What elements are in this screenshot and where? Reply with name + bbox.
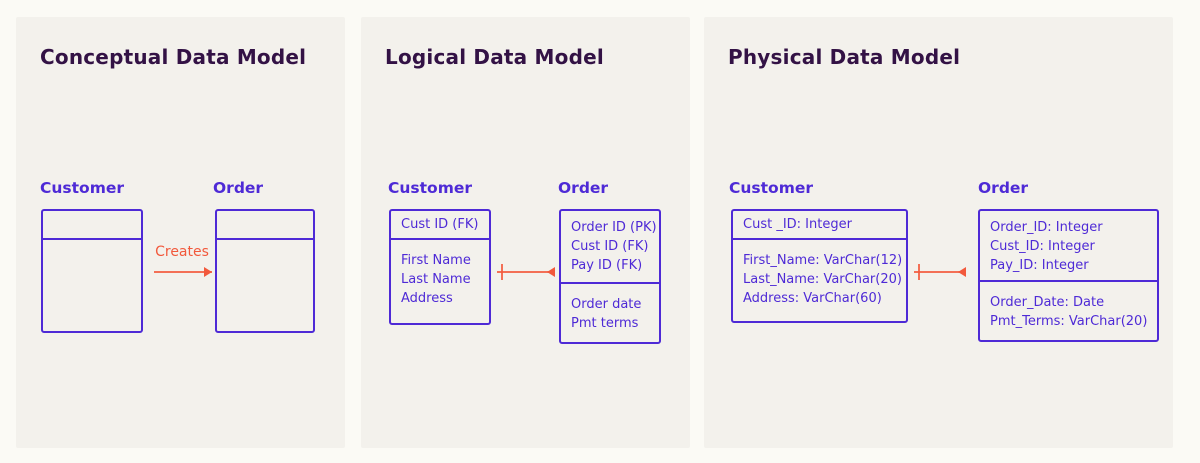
entity-box-customer: Cust _ID: Integer First_Name: VarChar(12… (731, 209, 908, 323)
entity-header: Order ID (PK) Cust ID (FK) Pay ID (FK) (561, 211, 659, 284)
entity-box-order: Order ID (PK) Cust ID (FK) Pay ID (FK) O… (559, 209, 661, 344)
entity-box-customer (41, 209, 143, 333)
entity-header (217, 211, 313, 240)
arrow-right-icon (204, 267, 212, 277)
attribute: First Name (401, 253, 471, 268)
connector-line (914, 271, 966, 273)
attribute: Address (401, 291, 453, 306)
entity-header: Cust ID (FK) (391, 211, 489, 240)
entity-label-customer: Customer (388, 179, 473, 197)
relationship-connector (914, 264, 966, 280)
entity-body: Order date Pmt terms (561, 284, 659, 333)
attribute: Pmt_Terms: VarChar(20) (990, 314, 1148, 329)
entity-label-order: Order (978, 179, 1029, 197)
entity-header: Order_ID: Integer Cust_ID: Integer Pay_I… (980, 211, 1157, 282)
entity-header (43, 211, 141, 240)
relationship-connector (154, 264, 212, 280)
key-attribute: Cust ID (FK) (401, 217, 479, 232)
panel-logical-data-model: Logical Data Model Customer Cust ID (FK)… (361, 17, 690, 448)
entity-box-order (215, 209, 315, 333)
entity-body (43, 240, 141, 251)
key-attribute: Cust ID (FK) (571, 239, 649, 254)
key-attribute: Pay ID (FK) (571, 258, 643, 273)
attribute: Order date (571, 297, 642, 312)
key-attribute: Order ID (PK) (571, 220, 657, 235)
connector-line (154, 271, 212, 273)
key-attribute: Pay_ID: Integer (990, 258, 1089, 273)
panel-title: Physical Data Model (728, 45, 961, 69)
attribute: Address: VarChar(60) (743, 291, 882, 306)
attribute: First_Name: VarChar(12) (743, 253, 903, 268)
entity-label-order: Order (558, 179, 609, 197)
entity-label-order: Order (213, 179, 264, 197)
panel-title: Conceptual Data Model (40, 45, 307, 69)
entity-label-customer: Customer (729, 179, 814, 197)
entity-body: First_Name: VarChar(12) Last_Name: VarCh… (733, 240, 906, 308)
key-attribute: Cust_ID: Integer (990, 239, 1095, 254)
key-attribute: Cust _ID: Integer (743, 217, 852, 232)
panel-physical-data-model: Physical Data Model Customer Cust _ID: I… (704, 17, 1173, 448)
attribute: Order_Date: Date (990, 295, 1105, 310)
arrow-left-icon (547, 267, 555, 277)
relationship-label: Creates (155, 244, 209, 260)
panel-title: Logical Data Model (385, 45, 604, 69)
entity-body: First Name Last Name Address (391, 240, 489, 308)
attribute: Last Name (401, 272, 471, 287)
entity-header: Cust _ID: Integer (733, 211, 906, 240)
one-tick-icon (918, 264, 920, 280)
attribute: Pmt terms (571, 316, 639, 331)
one-tick-icon (501, 264, 503, 280)
entity-label-customer: Customer (40, 179, 125, 197)
entity-body (217, 240, 313, 251)
entity-body: Order_Date: Date Pmt_Terms: VarChar(20) (980, 282, 1157, 331)
connector-line (497, 271, 555, 273)
key-attribute: Order_ID: Integer (990, 220, 1103, 235)
relationship-connector (497, 264, 555, 280)
entity-box-customer: Cust ID (FK) First Name Last Name Addres… (389, 209, 491, 325)
entity-box-order: Order_ID: Integer Cust_ID: Integer Pay_I… (978, 209, 1159, 342)
panel-conceptual-data-model: Conceptual Data Model Customer Creates O… (16, 17, 345, 448)
attribute: Last_Name: VarChar(20) (743, 272, 902, 287)
arrow-left-icon (958, 267, 966, 277)
